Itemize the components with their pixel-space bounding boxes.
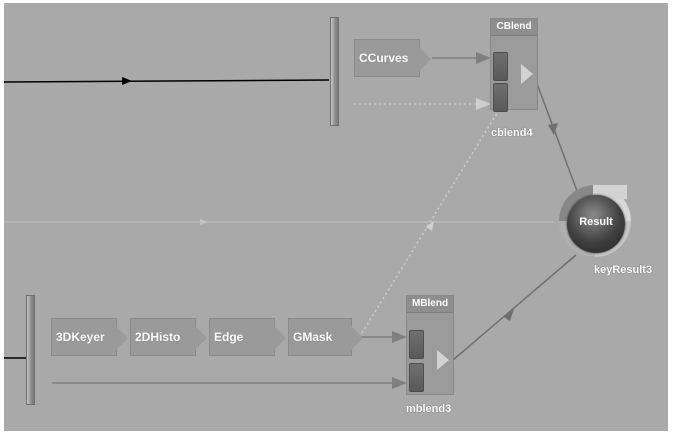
wire-cblend-arrow-icon [548, 123, 558, 135]
node-2dhisto[interactable]: 2DHisto [130, 318, 207, 356]
node-edge-label: Edge [214, 330, 244, 344]
node-ccurves-arrow-icon [419, 47, 431, 71]
result-node[interactable]: Result [567, 195, 625, 253]
node-ccurves[interactable]: CCurves [354, 39, 431, 77]
wire-dotted-arrow-icon [426, 221, 434, 231]
node-edge-arrow-icon [274, 326, 286, 350]
mblend-header: MBlend [407, 296, 453, 313]
wire-top-arrow-icon [122, 77, 132, 85]
vertical-bar-bottom[interactable] [26, 295, 35, 405]
wire-mid-arrow-icon [200, 219, 208, 225]
node-2dhisto-label: 2DHisto [135, 330, 181, 344]
mblend-input-port-1[interactable] [409, 330, 424, 359]
node-edge[interactable]: Edge [209, 318, 286, 356]
cblend-output-arrow-icon[interactable] [521, 64, 533, 84]
mblend-name: mblend3 [406, 403, 452, 415]
node-mblend[interactable]: MBlend [406, 295, 454, 395]
cblend-input-port-2[interactable] [493, 83, 508, 112]
node-gmask-arrow-icon [351, 326, 363, 350]
node-ccurves-label: CCurves [359, 51, 409, 65]
node-graph-canvas[interactable]: CCurves 3DKeyer 2DHisto Edge GMask CBlen… [4, 3, 668, 431]
node-3dkeyer[interactable]: 3DKeyer [51, 318, 128, 356]
vertical-bar-top[interactable] [330, 17, 339, 126]
connection-wires [4, 52, 581, 389]
result-label: Result [579, 216, 613, 228]
cblend-name: cblend4 [491, 127, 533, 139]
mblend-output-arrow-icon[interactable] [437, 350, 449, 370]
wire-cblend-result [535, 80, 581, 200]
wire-mblend-result [452, 254, 577, 361]
node-2dhisto-arrow-icon [195, 326, 207, 350]
wire-top-input [4, 79, 330, 83]
node-3dkeyer-arrow-icon [116, 326, 128, 350]
node-3dkeyer-label: 3DKeyer [56, 330, 105, 344]
node-cblend[interactable]: CBlend [490, 18, 538, 112]
node-gmask-label: GMask [293, 330, 333, 344]
result-name: keyResult3 [594, 264, 653, 276]
node-gmask[interactable]: GMask [288, 318, 363, 356]
cblend-header: CBlend [491, 19, 537, 36]
cblend-input-port-1[interactable] [493, 52, 508, 81]
mblend-input-port-2[interactable] [409, 363, 424, 392]
wire-mblend-arrow-icon [504, 309, 514, 321]
